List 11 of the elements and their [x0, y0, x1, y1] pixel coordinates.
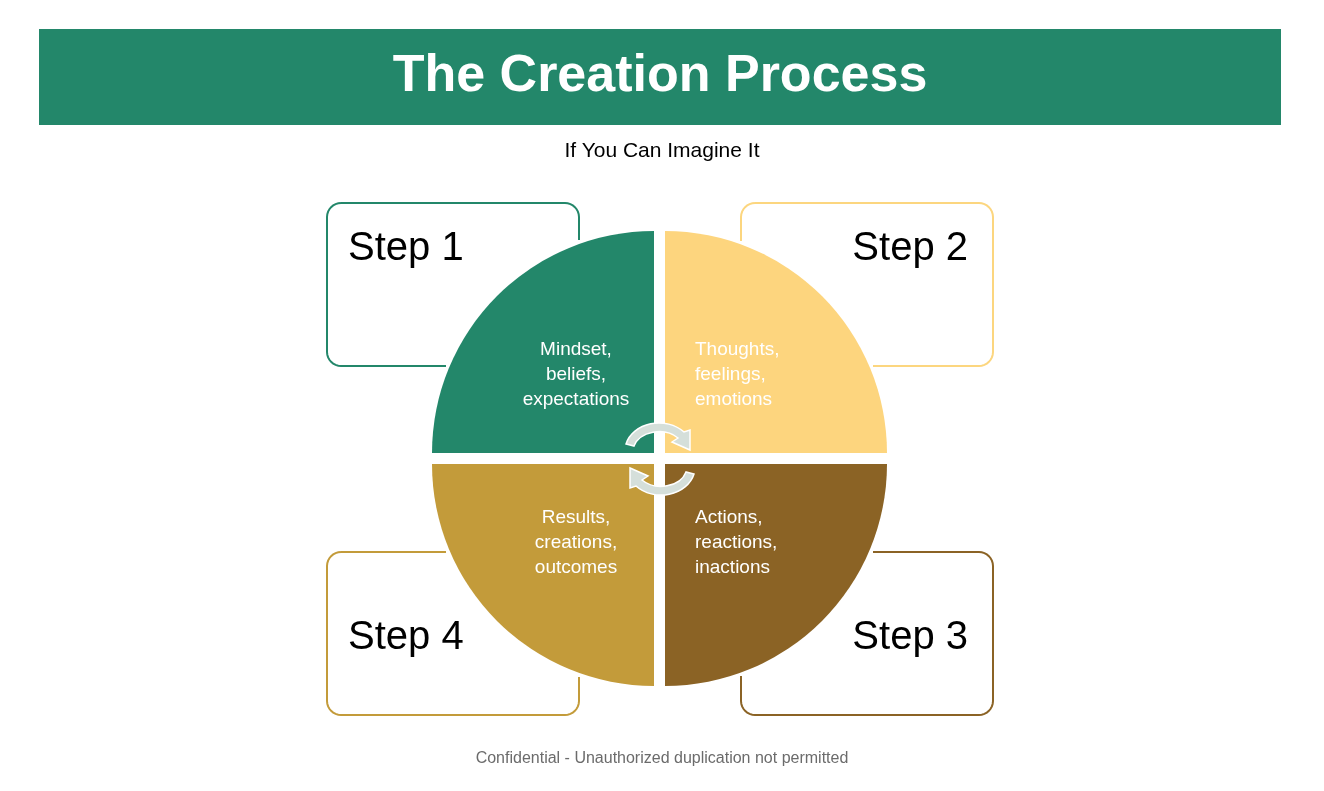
step-label: Step 3	[852, 613, 968, 658]
segment-text: Mindset, beliefs, expectations	[521, 337, 631, 411]
subtitle: If You Can Imagine It	[563, 138, 761, 162]
step-label: Step 4	[348, 613, 464, 658]
step-label: Step 2	[852, 224, 968, 269]
step-label: Step 1	[348, 224, 464, 269]
segment-text: Results, creations, outcomes	[533, 505, 619, 579]
segment-text: Actions, reactions, inactions	[695, 505, 779, 579]
footer-note: Confidential - Unauthorized duplication not permitted	[474, 749, 850, 767]
title: The Creation Process	[391, 43, 929, 103]
segment-text: Thoughts, feelings, emotions	[695, 337, 781, 411]
